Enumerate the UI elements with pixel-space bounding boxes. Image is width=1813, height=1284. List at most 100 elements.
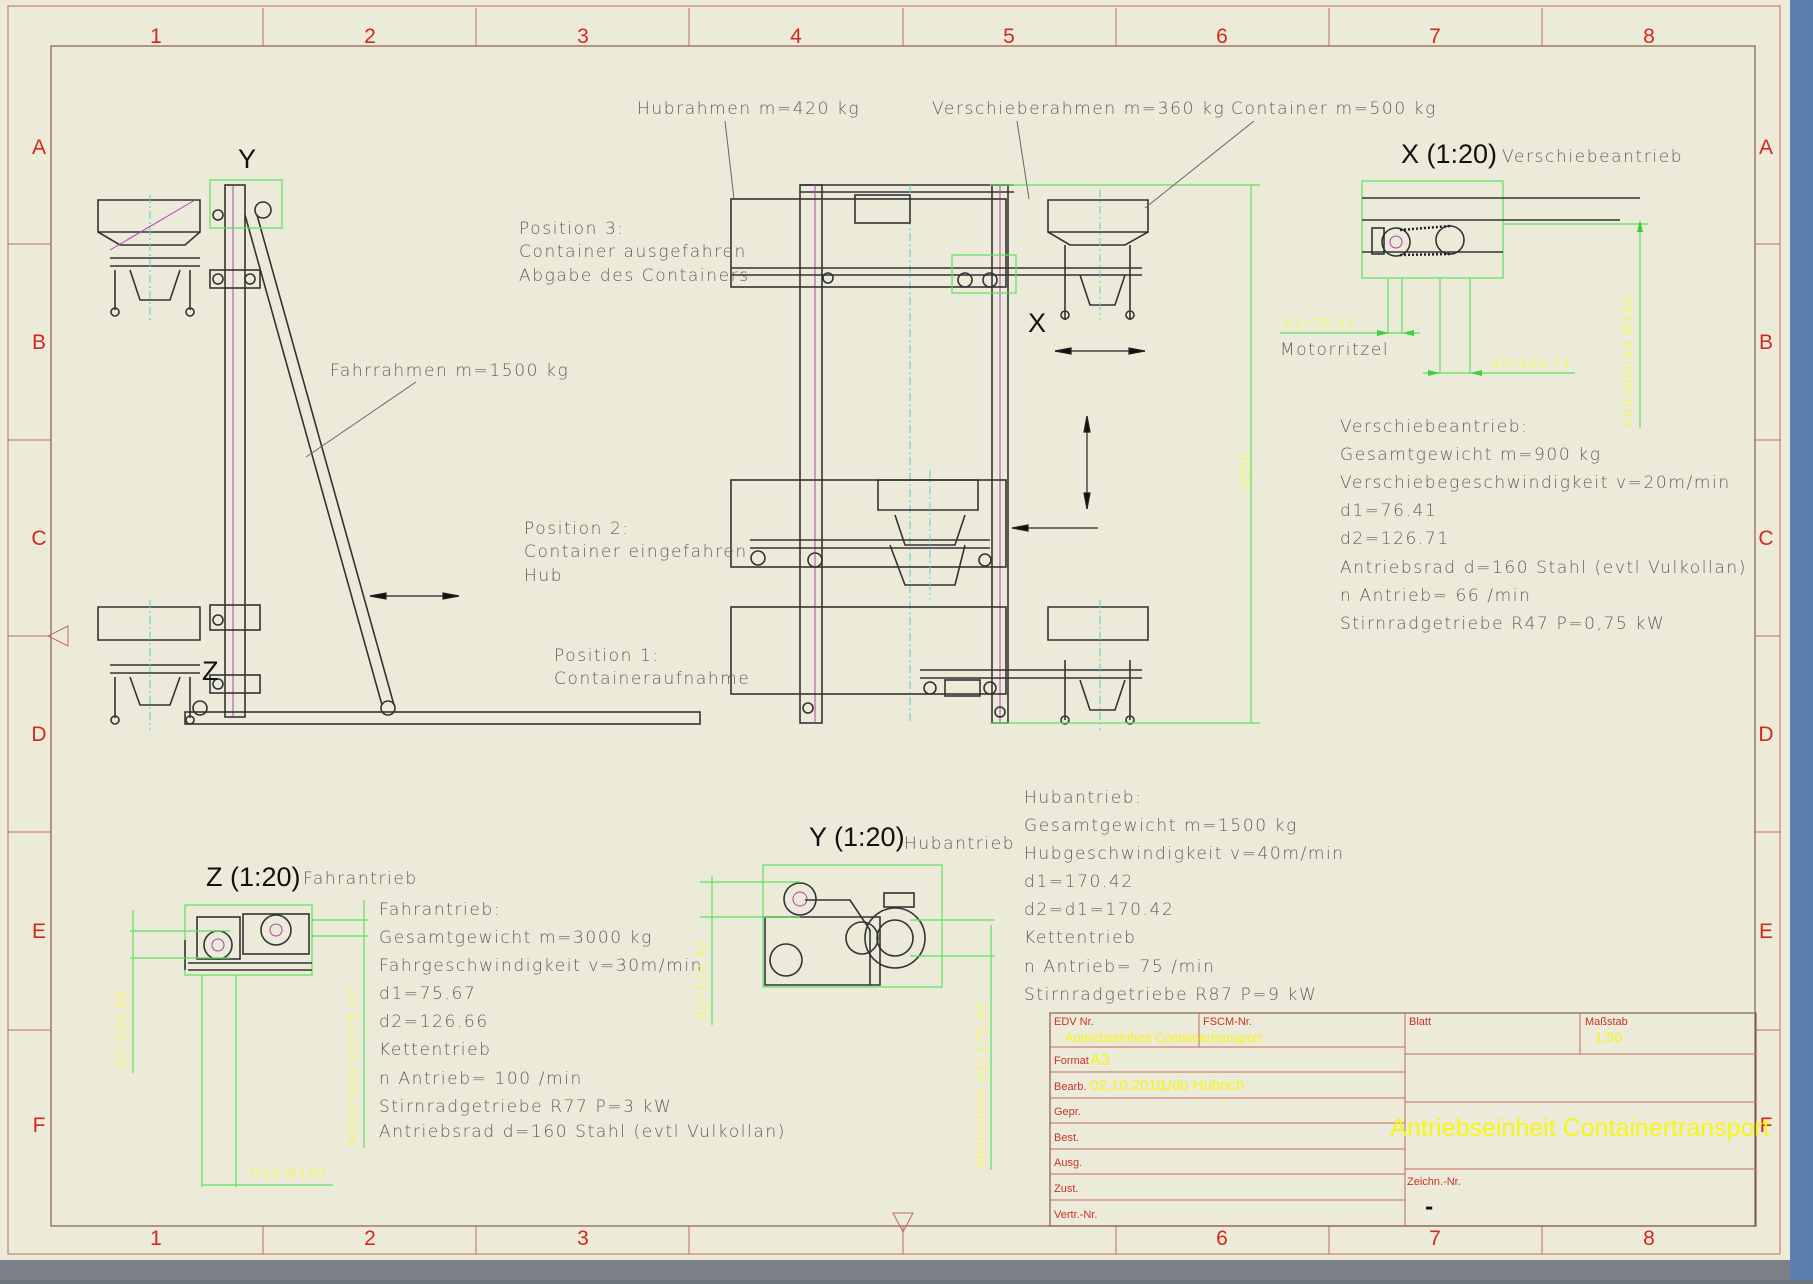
leader-lines	[305, 120, 1255, 458]
spec-line: d1=76.41	[1340, 501, 1437, 521]
container-label: Container m=500 kg	[1231, 99, 1437, 119]
spec-line: Antriebsrad d=160 Stahl (evtl Vulkollan)	[1340, 558, 1747, 578]
detail-x-title: X (1:20)	[1401, 139, 1497, 169]
spec-line: d2=126.71	[1340, 529, 1450, 549]
spec-line: Gesamtgewicht m=1500 kg	[1024, 816, 1298, 836]
height-dimension-text: 6350	[1237, 451, 1254, 488]
grid-ticks	[8, 8, 1780, 1254]
spec-line: Kettentrieb	[379, 1040, 492, 1060]
spec-line: Hubgeschwindigkeit v=40m/min	[1024, 844, 1345, 864]
bearb-name: Udo Hubrich	[1161, 1077, 1244, 1094]
spec-line: d2=d1=170.42	[1024, 900, 1174, 920]
gepr-label: Gepr.	[1054, 1106, 1081, 1118]
container-position-1	[1047, 600, 1149, 730]
massstab-value: 1:50	[1595, 1029, 1622, 1045]
column-label: 2	[364, 25, 376, 48]
detail-y: Y (1:20) Hubantrieb d2=170.42 Motorritze…	[693, 822, 1014, 1170]
position-text: Position 2:	[524, 519, 630, 539]
spec-line: Hubantrieb:	[1024, 788, 1143, 808]
container-bottom-left	[97, 600, 201, 730]
spec-line: Verschiebeantrieb:	[1340, 417, 1529, 437]
detail-y-specs: Hubantrieb: Gesamtgewicht m=1500 kg Hubg…	[1024, 788, 1345, 1005]
platform-position-3	[730, 194, 1142, 294]
fahrrahmen-view	[97, 179, 701, 730]
viewer-scrollbar[interactable]	[1790, 0, 1813, 1280]
spec-line: Fahrgeschwindigkeit v=30m/min	[379, 956, 703, 976]
drawing-title: Antriebseinheit Containertransport	[1390, 1114, 1769, 1142]
column-label: 3	[577, 25, 589, 48]
spec-line: d1=170.42	[1024, 872, 1134, 892]
column-label: 8	[1643, 25, 1655, 48]
column-label: 8	[1643, 1227, 1655, 1250]
view-x-marker: X	[1028, 308, 1046, 338]
view-y-marker: Y	[238, 144, 256, 174]
centering-mark	[46, 625, 914, 1234]
spec-line: n Antrieb= 100 /min	[379, 1069, 583, 1089]
spec-line: Kettentrieb	[1024, 928, 1137, 948]
column-label: 1	[150, 25, 162, 48]
position-1-label: Position 1: Containeraufnahme	[554, 646, 749, 689]
spec-line: n Antrieb= 66 /min	[1340, 586, 1531, 606]
format-value: A3	[1090, 1052, 1110, 1069]
row-label: E	[32, 920, 46, 943]
row-label: C	[1758, 527, 1773, 550]
row-label: F	[1760, 1114, 1773, 1137]
zeichn-label: Zeichn.-Nr.	[1407, 1176, 1461, 1188]
row-label: D	[31, 723, 46, 746]
column-label: 7	[1429, 1227, 1441, 1250]
position-2-label: Position 2: Container eingefahren Hub	[524, 519, 748, 586]
detail-z-d2: d2=126.66	[113, 990, 130, 1070]
column-label: 6	[1216, 1227, 1228, 1250]
view-z-marker: Z	[202, 656, 219, 686]
position-text: Abgabe des Containers	[519, 266, 750, 286]
detail-z-subtitle: Fahrantrieb	[303, 869, 418, 889]
title-block: EDV Nr. Antriebseinheit Containertranspo…	[1049, 1012, 1770, 1227]
position-text: Position 1:	[554, 646, 660, 666]
spec-line: Fahrantrieb:	[379, 900, 501, 920]
spec-line: Verschiebegeschwindigkeit v=20m/min	[1340, 473, 1731, 493]
detail-y-title: Y (1:20)	[809, 822, 905, 852]
row-label: C	[31, 527, 46, 550]
paper	[0, 0, 1790, 1260]
viewer-bottom-bar	[0, 1260, 1790, 1280]
spec-line: Antriebsrad d=160 Stahl (evtl Vulkollan)	[379, 1122, 786, 1142]
detail-x-d2: d2=126.71	[1491, 355, 1571, 372]
column-labels-bottom: 1 2 3 6 7 8	[150, 1227, 1655, 1250]
detail-z-title: Z (1:20)	[206, 862, 301, 892]
platform-position-2	[730, 470, 1007, 600]
detail-z: Z (1:20) Fahrantrieb d2=126.66 Motorritz…	[113, 862, 418, 1187]
detail-z-d1: Motorritzel d1=75.67	[344, 988, 361, 1145]
edv-value: Antriebseinheit Containertransport	[1065, 1030, 1263, 1045]
column-label: 7	[1429, 25, 1441, 48]
position-text: Hub	[524, 566, 563, 586]
bearb-date: 02.10.2010	[1090, 1077, 1165, 1094]
bearb-label: Bearb.	[1054, 1081, 1086, 1093]
spec-line: d1=75.67	[379, 984, 476, 1004]
fscm-label: FSCM-Nr.	[1203, 1016, 1252, 1028]
motion-arrows	[369, 347, 1146, 600]
hubrahmen-label: Hubrahmen m=420 kg	[637, 99, 860, 119]
column-label: 4	[790, 25, 802, 48]
detail-y-d1: Motorritzel d1=170.42	[973, 1001, 990, 1168]
detail-z-specs: Fahrantrieb: Gesamtgewicht m=3000 kg Fah…	[379, 900, 786, 1142]
position-text: Position 3:	[519, 219, 625, 239]
ausg-label: Ausg.	[1054, 1157, 1082, 1169]
verschieberahmen-label: Verschieberahmen m=360 kg	[932, 99, 1225, 119]
position-3-label: Position 3: Container ausgefahren Abgabe…	[519, 219, 750, 286]
column-label: 1	[150, 1227, 162, 1250]
detail-x-subtitle: Verschiebeantrieb	[1502, 147, 1683, 167]
position-text: Container eingefahren	[524, 542, 748, 562]
detail-x: X (1:20) Verschiebeantrieb d1=76.41 d2=1…	[1280, 139, 1683, 428]
detail-x-specs: Verschiebeantrieb: Gesamtgewicht m=900 k…	[1340, 417, 1747, 634]
row-label: E	[1759, 920, 1773, 943]
height-dimension: 6350	[990, 184, 1260, 724]
column-label: 3	[577, 1227, 589, 1250]
detail-z-wheel-dim: Rad Ø160	[250, 1165, 326, 1182]
fahrrahmen-label: Fahrrahmen m=1500 kg	[330, 361, 569, 381]
spec-line: Gesamtgewicht m=3000 kg	[379, 928, 653, 948]
detail-y-d2: d2=170.42	[693, 940, 710, 1020]
container-position-3	[1047, 190, 1149, 320]
row-label: D	[1758, 723, 1773, 746]
